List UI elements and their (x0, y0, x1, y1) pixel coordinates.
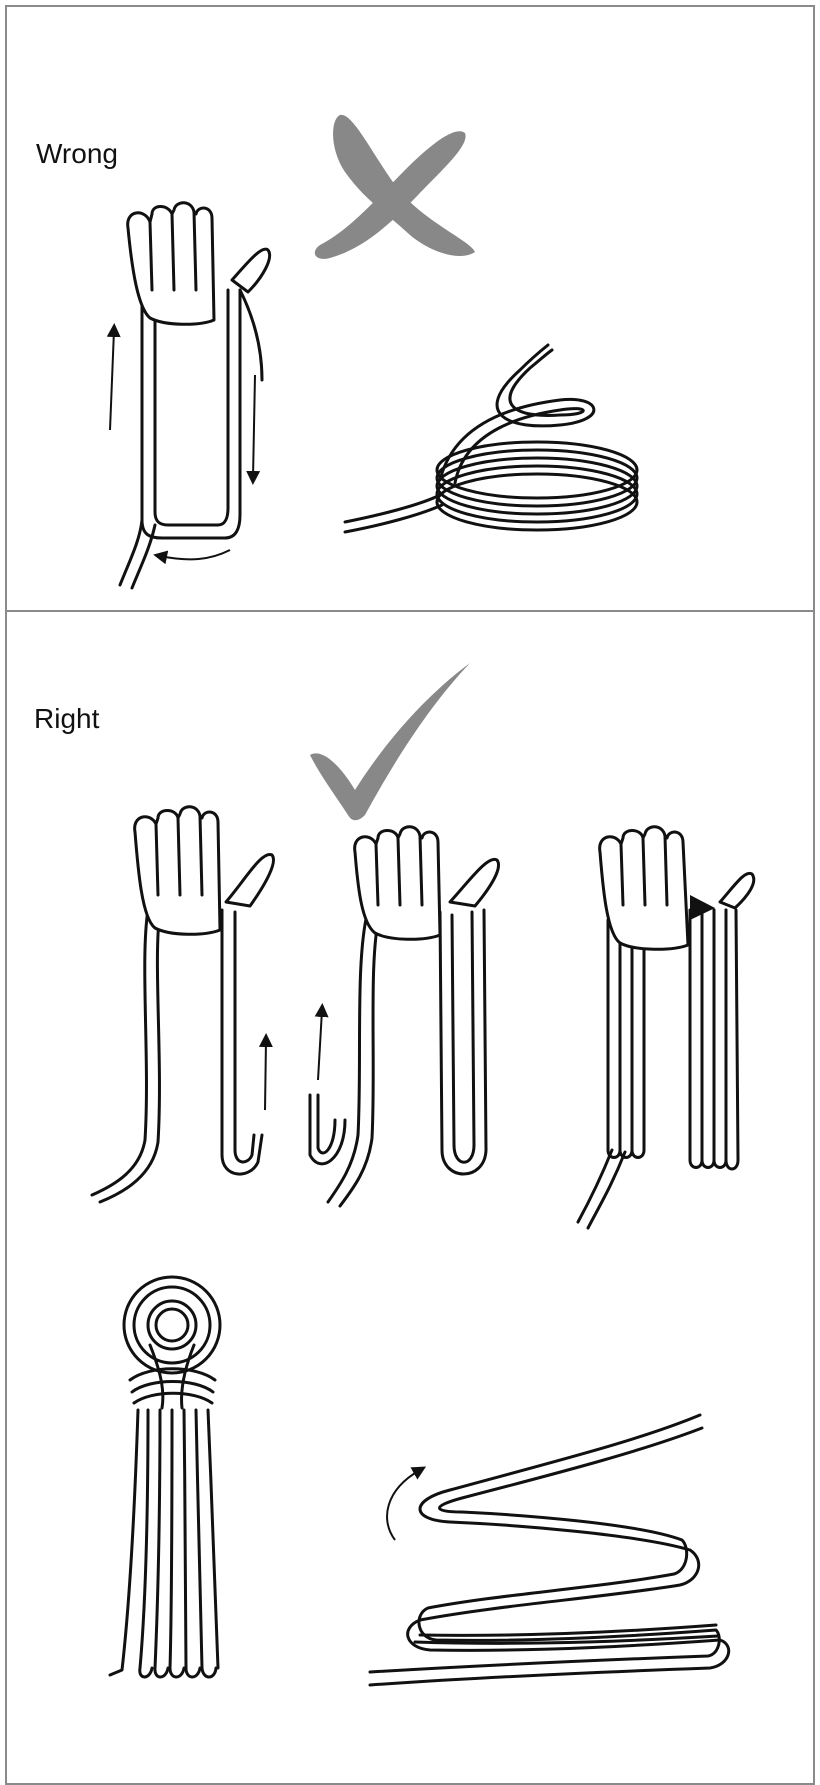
hand-step3-icon (578, 827, 754, 1228)
cross-mark-icon (315, 115, 475, 259)
check-mark-icon (310, 663, 470, 820)
tangled-coil-icon (345, 345, 637, 532)
hand-wrong-icon (120, 203, 270, 588)
hand-step2-icon (310, 827, 498, 1206)
flaked-rope-icon (370, 1415, 729, 1685)
hand-step1-icon (92, 807, 273, 1202)
finished-coil-icon (110, 1277, 220, 1677)
